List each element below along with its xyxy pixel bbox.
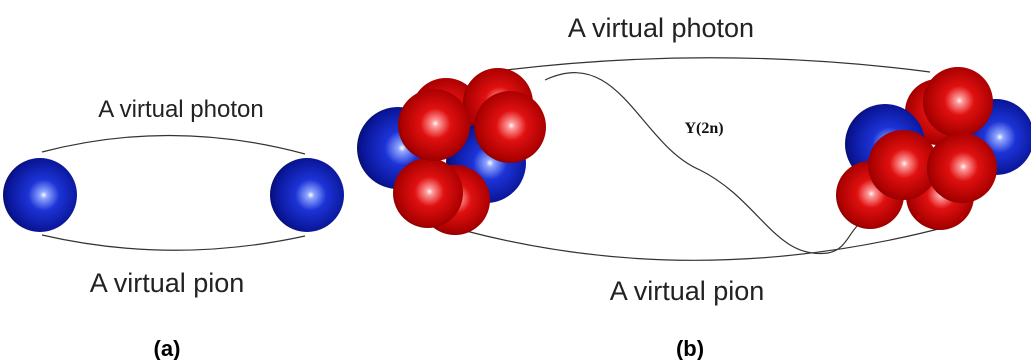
panel-a-caption: (a) [154,336,181,360]
panel-b-wave-label: Y(2n) [684,120,723,137]
panel-b-pion-label: A virtual pion [610,276,765,306]
panel-b-photon-label: A virtual photon [568,13,754,43]
panel-a-pion-label: A virtual pion [90,268,245,298]
proton-icon [474,91,546,163]
panel-b-wave-line [544,72,859,255]
panel-a-photon-line [41,134,306,155]
proton-icon [398,89,470,161]
proton-icon [868,130,938,200]
panel-a-photon-label: A virtual photon [98,96,263,123]
proton-icon [927,133,997,203]
panel-b-left-nucleus [357,68,546,235]
panel-a-pion-line [41,234,306,251]
panel-b-caption: (b) [676,336,704,360]
panel-a-left-nucleon-icon [3,158,77,232]
panel-b-right-nucleus [836,67,1031,230]
proton-icon [923,67,993,137]
panel-b-photon-line [497,57,931,73]
panel-a: A virtual photon A virtual pion (a) [3,96,344,360]
panel-b: Y(2n) A virtual photon A virtual pion (b… [357,13,1031,360]
panel-a-right-nucleon-icon [270,158,344,232]
panel-b-pion-line [465,225,951,261]
proton-icon [393,158,463,228]
